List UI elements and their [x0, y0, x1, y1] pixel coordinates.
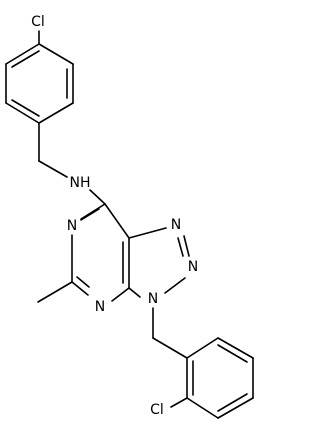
- bond-c-cl-bottom: [170, 397, 188, 408]
- bond-ch2-ring: [152, 337, 188, 359]
- bond-ch2-nh: [38, 160, 68, 178]
- atom-label-n-triazole-mid: N: [188, 259, 198, 275]
- bond-methyl: [37, 281, 73, 303]
- chlorophenyl-ring-top: [5, 43, 74, 124]
- chlorophenyl-ring-bottom: [186, 337, 254, 419]
- atom-label-nh: NH: [70, 175, 91, 191]
- triazole-ring: [128, 227, 190, 298]
- pyrimidine-ring: [71, 203, 130, 302]
- bond-nh-c7: [89, 189, 106, 205]
- atom-label-n-triazole-top: N: [171, 217, 181, 233]
- atom-label-cl-top: Cl: [31, 14, 45, 30]
- atom-label-n-ring-left: N: [67, 218, 77, 234]
- atom-label-cl-bottom: Cl: [150, 402, 164, 418]
- atom-label-n-ring-bottom: N: [95, 299, 105, 315]
- atom-label-n-triazole-bottom: N: [148, 291, 158, 307]
- chemical-structure: Cl NH N N N N N Cl: [5, 14, 254, 419]
